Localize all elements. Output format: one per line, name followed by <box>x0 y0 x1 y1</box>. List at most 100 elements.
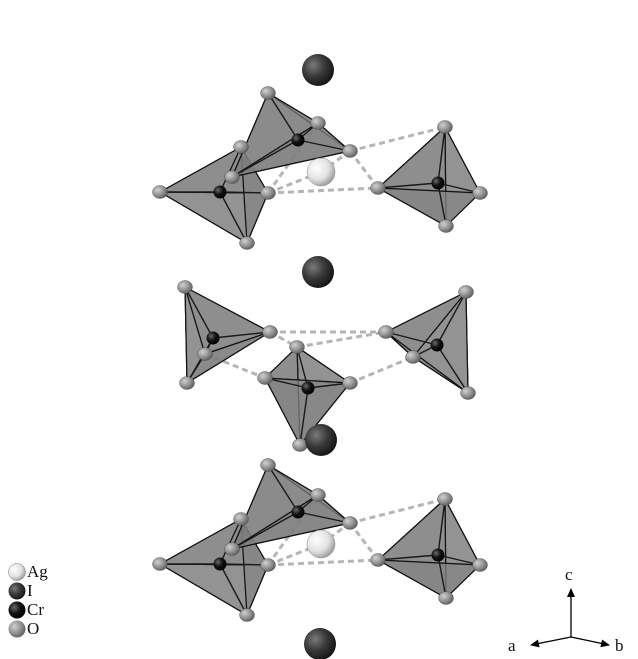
cr-o-bond <box>184 286 214 339</box>
cr-o-bond <box>297 139 351 152</box>
ag-o-contact-bond <box>348 522 380 561</box>
oxygen-atom <box>405 350 421 364</box>
oxygen-atom <box>233 512 249 526</box>
legend-item-i: I <box>8 581 128 600</box>
cr-o-bond <box>267 92 299 141</box>
legend: Ag I Cr O <box>8 562 128 638</box>
chromium-atom-icon <box>8 601 26 618</box>
oxygen-atom <box>197 347 213 361</box>
cro4-tetrahedron-face <box>231 122 351 178</box>
chromium-atom <box>301 381 315 395</box>
ag-o-contact-bond <box>349 355 414 385</box>
a-axis-arrow <box>530 636 572 648</box>
cro4-tetrahedron-face <box>231 494 351 550</box>
cr-o-bond <box>437 182 447 227</box>
oxygen-atom <box>260 458 276 472</box>
chromium-atom <box>206 331 220 345</box>
cr-o-bond <box>299 387 309 446</box>
oxygen-atom <box>342 144 358 158</box>
cr-o-bond <box>212 331 271 339</box>
silver-atom <box>306 157 336 187</box>
oxygen-atom <box>239 236 255 250</box>
oxygen-atom <box>370 181 386 195</box>
legend-item-ag: Ag <box>8 562 128 581</box>
chromium-atom <box>291 505 305 519</box>
legend-label-i: I <box>27 580 33 600</box>
oxygen-atom <box>438 591 454 605</box>
cr-o-bond <box>219 146 242 193</box>
oxygen-atom <box>224 170 240 184</box>
cr-o-bond <box>437 554 447 599</box>
oxygen-atom <box>260 558 276 572</box>
oxygen-atom <box>472 558 488 572</box>
cro4-tetrahedron-face <box>264 377 351 446</box>
oxygen-atom <box>342 516 358 530</box>
ag-o-contact-bond <box>267 186 379 195</box>
legend-label-cr: Cr <box>27 599 44 619</box>
b-axis-label: b <box>615 636 624 655</box>
silver-atom <box>306 529 336 559</box>
cr-o-bond <box>437 498 446 556</box>
legend-label-ag: Ag <box>27 561 48 581</box>
legend-label-o: O <box>27 618 40 638</box>
iodine-atom <box>304 628 336 659</box>
silver-atom-icon <box>8 562 26 581</box>
chromium-atom <box>431 548 445 562</box>
cr-o-bond <box>219 563 248 616</box>
cro4-tetrahedron-face <box>377 187 481 227</box>
ag-o-contact-bond <box>296 330 387 349</box>
chromium-atom <box>213 185 227 199</box>
cr-o-bond <box>219 518 242 565</box>
cro4-tetrahedron-face <box>377 559 481 599</box>
oxygen-atom <box>224 542 240 556</box>
oxygen-atom <box>179 376 195 390</box>
atoms-layer <box>152 54 488 659</box>
cr-o-bond <box>231 511 299 550</box>
cr-o-bond <box>436 344 469 394</box>
oxygen-atom <box>370 553 386 567</box>
axes-indicator: c a b <box>508 565 624 655</box>
tetrahedra-layer <box>159 92 481 616</box>
oxygen-atom <box>152 185 168 199</box>
legend-item-cr: Cr <box>8 600 128 619</box>
oxygen-atom <box>152 557 168 571</box>
chromium-atom <box>431 176 445 190</box>
ag-o-contact-bond <box>267 558 379 567</box>
cr-o-bond <box>231 139 299 178</box>
oxygen-atom <box>310 116 326 130</box>
iodine-atom <box>302 256 334 288</box>
cr-o-bond <box>219 563 269 566</box>
oxygen-atom <box>437 492 453 506</box>
cr-o-bond <box>437 126 446 184</box>
oxygen-atom <box>378 325 394 339</box>
cr-o-bond <box>297 511 351 524</box>
ag-o-contact-bond <box>349 497 446 525</box>
legend-item-o: O <box>8 619 128 638</box>
oxygen-atom <box>310 488 326 502</box>
cr-o-bond <box>385 331 438 346</box>
oxygen-atom <box>177 280 193 294</box>
oxygen-atom <box>458 285 474 299</box>
oxygen-atom <box>460 386 476 400</box>
a-axis-label: a <box>508 636 516 655</box>
ag-o-contact-bond <box>349 125 446 153</box>
oxygen-atom <box>438 219 454 233</box>
cr-o-bond <box>377 182 439 189</box>
iodine-atom <box>305 424 337 456</box>
c-axis-label: c <box>565 565 573 584</box>
chromium-atom <box>430 338 444 352</box>
oxygen-atom <box>437 120 453 134</box>
oxygen-atom <box>233 140 249 154</box>
ag-o-contact-bond <box>348 150 380 189</box>
cr-o-bond <box>267 464 299 513</box>
oxygen-atom <box>239 608 255 622</box>
oxygen-atom <box>342 376 358 390</box>
oxygen-atom <box>289 340 305 354</box>
b-axis-arrow <box>570 636 610 648</box>
oxygen-atom <box>260 86 276 100</box>
cr-o-bond <box>296 346 309 389</box>
oxygen-atom <box>262 325 278 339</box>
cr-o-bond <box>219 191 269 194</box>
iodine-atom <box>302 54 334 86</box>
